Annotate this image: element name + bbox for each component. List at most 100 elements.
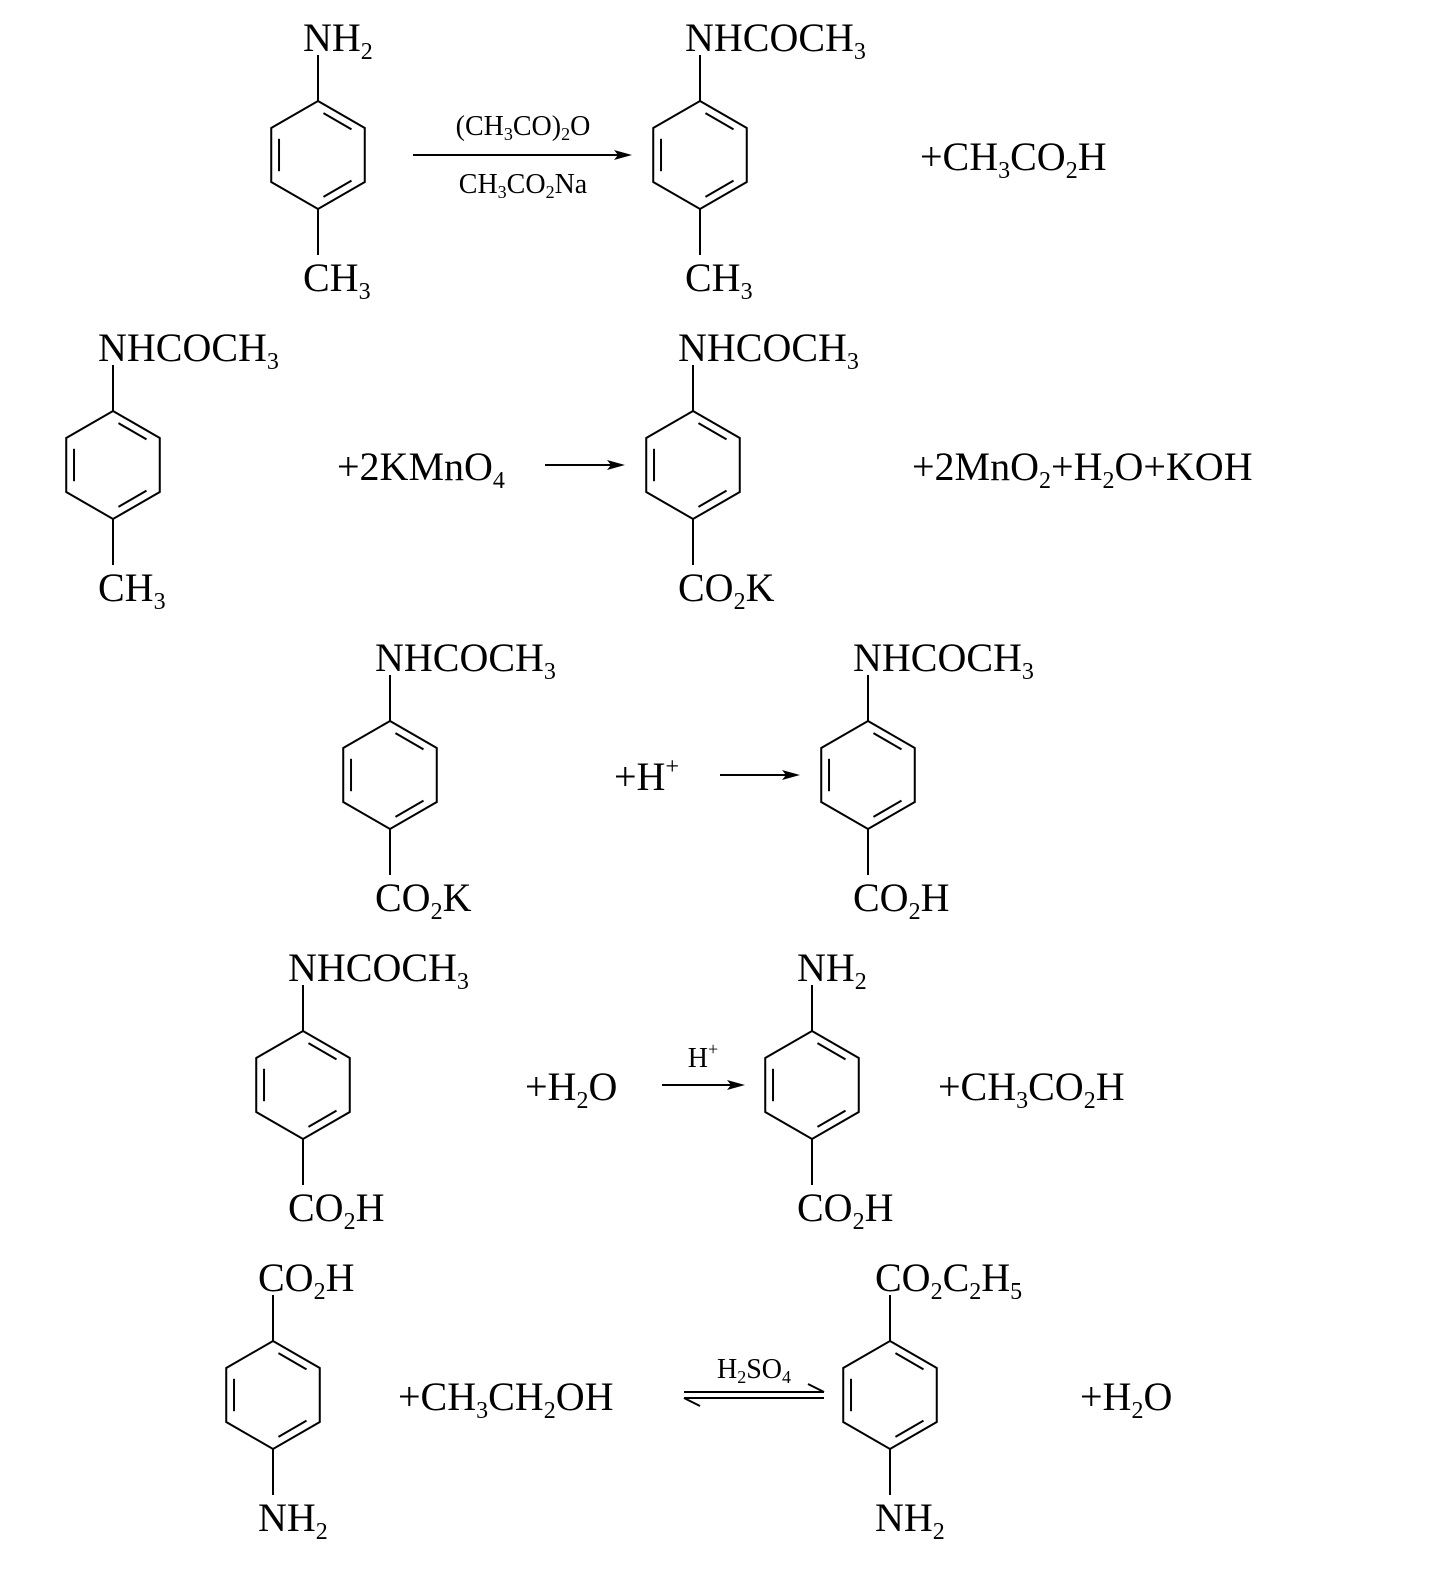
- condition-above-arrow: H2SO4: [717, 1354, 791, 1387]
- formula-text: +H: [525, 1064, 576, 1109]
- reactant-bottom-group: CO2K: [375, 875, 472, 925]
- formula-text: +2MnO: [912, 444, 1039, 489]
- formula-subscript: 2: [1066, 158, 1078, 184]
- formula-text: NH: [875, 1495, 933, 1540]
- reactant-bottom-group: CH3: [303, 255, 371, 305]
- formula-subscript: 2: [431, 899, 443, 925]
- formula-text: OH: [556, 1374, 614, 1419]
- reactant-top-group: NHCOCH3: [98, 325, 279, 375]
- formula-text: NH: [258, 1495, 316, 1540]
- formula-subscript: 3: [847, 349, 859, 375]
- formula-text: CO: [258, 1255, 314, 1300]
- equilibrium-arrow: [683, 1383, 825, 1407]
- formula-text: (CH: [456, 111, 504, 142]
- condition-above-arrow: H+: [688, 1039, 718, 1074]
- formula-subscript: 2: [931, 1279, 943, 1305]
- reactant-top-group: CO2H: [258, 1255, 354, 1305]
- formula-subscript: 3: [267, 349, 279, 375]
- formula-text: CH: [98, 565, 154, 610]
- product-top-group: NHCOCH3: [685, 15, 866, 65]
- formula-subscript: 2: [1131, 1398, 1143, 1424]
- formula-subscript: 2: [853, 1209, 865, 1235]
- formula-text: CH: [459, 169, 498, 200]
- formula-text: +2KMnO: [337, 444, 493, 489]
- formula-subscript: 3: [504, 124, 513, 144]
- product-ring: [764, 985, 860, 1185]
- reactant-bottom-group: NH2: [258, 1495, 328, 1545]
- formula-subscript: 2: [576, 1088, 588, 1114]
- formula-subscript: 3: [457, 969, 469, 995]
- reaction-arrow: [662, 1080, 745, 1090]
- reagent: +CH3CH2OH: [398, 1374, 613, 1424]
- product-bottom-group: CO2H: [797, 1185, 893, 1235]
- formula-text: K: [746, 565, 775, 610]
- reagent: +2KMnO4: [337, 444, 505, 494]
- formula-text: CO: [375, 875, 431, 920]
- condition-below-arrow: CH3CO2Na: [459, 169, 588, 202]
- formula-text: NH: [303, 15, 361, 60]
- formula-subscript: 4: [782, 1367, 791, 1387]
- formula-text: CO: [1028, 1064, 1084, 1109]
- formula-text: H: [865, 1185, 894, 1230]
- formula-subscript: 2: [1039, 468, 1051, 494]
- reagent: +H+: [614, 754, 679, 799]
- reactant-bottom-group: CH3: [98, 565, 166, 615]
- product-ring: [820, 675, 916, 875]
- reaction-arrow: [413, 150, 632, 160]
- product-ring: [652, 55, 748, 255]
- formula-subscript: 3: [1016, 1088, 1028, 1114]
- formula-text: O+KOH: [1114, 444, 1252, 489]
- formula-text: H: [921, 875, 950, 920]
- formula-text: H: [981, 1255, 1010, 1300]
- formula-subscript: 3: [741, 279, 753, 305]
- formula-text: CH: [488, 1374, 544, 1419]
- formula-subscript: 2: [316, 1519, 328, 1545]
- formula-subscript: 2: [1084, 1088, 1096, 1114]
- condition-above-arrow: (CH3CO)2O: [456, 111, 591, 144]
- formula-subscript: 3: [1022, 659, 1034, 685]
- formula-subscript: 2: [361, 39, 373, 65]
- formula-subscript: 2: [737, 1367, 746, 1387]
- formula-subscript: 3: [544, 659, 556, 685]
- formula-text: NHCOCH: [678, 325, 847, 370]
- formula-subscript: 3: [498, 182, 507, 202]
- formula-text: +CH: [920, 134, 998, 179]
- formula-text: CO: [853, 875, 909, 920]
- formula-subscript: 2: [314, 1279, 326, 1305]
- product-top-group: NHCOCH3: [853, 635, 1034, 685]
- formula-text: H: [1078, 134, 1107, 179]
- formula-text: CH: [685, 255, 741, 300]
- reagent: +H2O: [525, 1064, 617, 1114]
- product-bottom-group: CO2K: [678, 565, 775, 615]
- byproduct: +2MnO2+H2O+KOH: [912, 444, 1253, 494]
- formula-text: NHCOCH: [375, 635, 544, 680]
- formula-text: O: [570, 111, 590, 142]
- reactant-ring: [65, 365, 161, 565]
- formula-text: O: [1143, 1374, 1172, 1419]
- product-ring: [645, 365, 741, 565]
- formula-text: +H: [614, 754, 665, 799]
- formula-text: K: [443, 875, 472, 920]
- formula-text: CO: [875, 1255, 931, 1300]
- product-top-group: CO2C2H5: [875, 1255, 1022, 1305]
- formula-subscript: 2: [561, 124, 570, 144]
- product-bottom-group: NH2: [875, 1495, 945, 1545]
- formula-text: NHCOCH: [853, 635, 1022, 680]
- reactant-ring: [342, 675, 438, 875]
- formula-text: NH: [797, 945, 855, 990]
- formula-text: CO: [507, 169, 546, 200]
- reaction-arrow: [545, 460, 625, 470]
- formula-superscript: +: [708, 1039, 718, 1059]
- formula-text: NHCOCH: [98, 325, 267, 370]
- reactant-ring: [225, 1295, 321, 1495]
- formula-text: H: [688, 1043, 708, 1074]
- formula-subscript: 2: [544, 1398, 556, 1424]
- reactant-top-group: NHCOCH3: [375, 635, 556, 685]
- formula-text: CH: [303, 255, 359, 300]
- formula-subscript: 3: [476, 1398, 488, 1424]
- formula-subscript: 3: [359, 279, 371, 305]
- reactant-top-group: NH2: [303, 15, 373, 65]
- product-bottom-group: CO2H: [853, 875, 949, 925]
- formula-text: H: [326, 1255, 355, 1300]
